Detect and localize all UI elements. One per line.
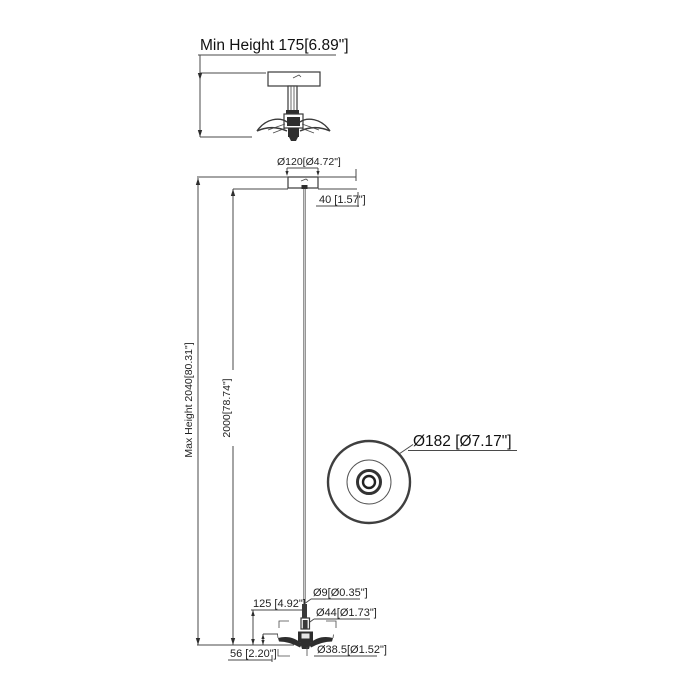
canopy-diameter-label: Ø120[Ø4.72"] bbox=[277, 156, 341, 168]
shade-finial bbox=[300, 642, 311, 649]
stem-collar bbox=[286, 110, 299, 114]
canopy-screw-mark bbox=[292, 74, 302, 79]
hub-core bbox=[287, 117, 300, 126]
arrowhead-up bbox=[251, 610, 255, 616]
center-hole bbox=[361, 474, 377, 490]
arrowhead-up bbox=[261, 634, 265, 639]
min-height-label: Min Height 175[6.89"] bbox=[200, 37, 349, 54]
right-wing-top-edge bbox=[299, 118, 331, 132]
arrowhead-down bbox=[261, 640, 265, 645]
front-view: Ø120[Ø4.72"] 40 [1.57"] Max Height 2040[… bbox=[183, 156, 387, 662]
left-wing-top-edge bbox=[256, 118, 288, 132]
shade-inner-circle bbox=[346, 459, 392, 505]
finial-block bbox=[288, 128, 299, 137]
shade-left-tip bbox=[277, 634, 279, 639]
holder-extension-bracket-right bbox=[326, 620, 337, 628]
stem-length-label: 125 [4.92"] bbox=[253, 598, 306, 610]
shade-right-tip bbox=[332, 634, 334, 639]
leader-line bbox=[305, 598, 312, 604]
arrowhead-down bbox=[197, 130, 203, 137]
shade-diameter-label: Ø182 [Ø7.17"] bbox=[413, 433, 512, 450]
collapsed-fixture bbox=[256, 71, 331, 141]
arrowhead-down bbox=[285, 171, 289, 176]
arrowhead-down bbox=[316, 171, 320, 176]
stem-upper bbox=[302, 604, 307, 620]
arrowhead-down bbox=[230, 638, 236, 645]
cord-grip bbox=[301, 185, 308, 189]
hub-ring bbox=[356, 469, 382, 495]
shade-height-label: 56 [2.20"] bbox=[230, 648, 277, 660]
lamp-head bbox=[277, 604, 334, 649]
arrowhead-up bbox=[197, 73, 203, 80]
right-wing-bottom-edge bbox=[299, 126, 331, 132]
arrowhead-down bbox=[195, 638, 201, 645]
holder-diameter-label: Ø44[Ø1.73"] bbox=[316, 607, 377, 619]
finial-diameter-label: Ø38.5[Ø1.52"] bbox=[317, 644, 387, 656]
arrowhead-up bbox=[230, 189, 236, 196]
min-height-view: Min Height 175[6.89"] bbox=[197, 37, 349, 141]
shade-hub-notch bbox=[301, 633, 310, 639]
shade-right-wing bbox=[309, 637, 333, 648]
stem-rod bbox=[287, 85, 298, 114]
shade-left-wing bbox=[278, 637, 302, 648]
stem-core bbox=[302, 620, 308, 629]
finial-extension-bracket-left bbox=[277, 649, 290, 657]
left-wing-bottom-edge bbox=[256, 126, 288, 132]
canopy bbox=[267, 71, 321, 87]
finial-tip bbox=[289, 137, 298, 141]
arrowhead-up bbox=[195, 178, 201, 185]
cable-length-label: 2000[78.74"] bbox=[221, 378, 233, 437]
leader-line bbox=[398, 444, 414, 455]
top-view: Ø182 [Ø7.17"] bbox=[326, 433, 517, 525]
holder-extension-bracket-left bbox=[278, 620, 289, 628]
wing-spokes bbox=[267, 123, 320, 134]
cord-diameter-label: Ø9[Ø0.35"] bbox=[313, 587, 368, 599]
canopy-height-label: 40 [1.57"] bbox=[319, 194, 366, 206]
max-height-label: Max Height 2040[80.31"] bbox=[183, 342, 195, 457]
canopy-screw-mark bbox=[300, 178, 309, 182]
arrowhead-down bbox=[251, 639, 255, 645]
shade-outer-circle bbox=[326, 439, 412, 525]
